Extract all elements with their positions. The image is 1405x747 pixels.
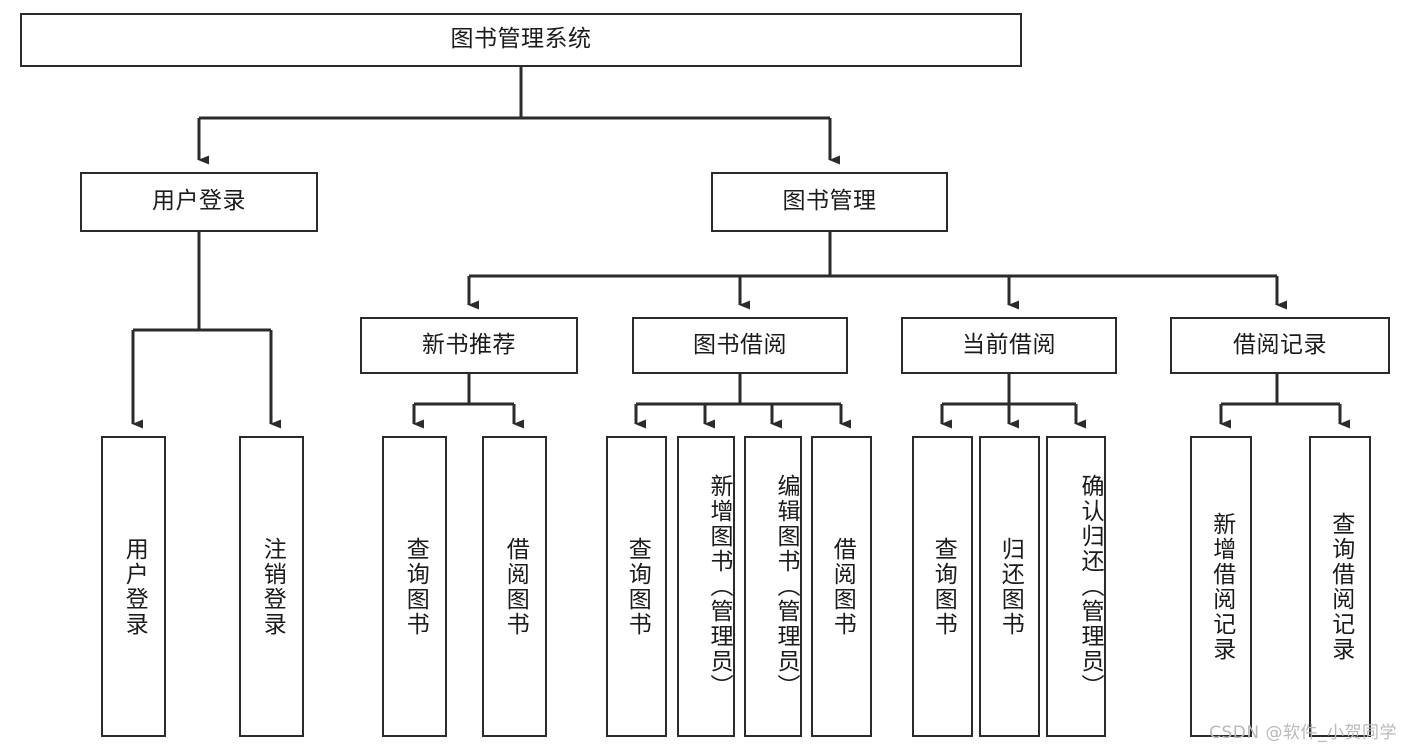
leaf-borrow-add-book-label: 新增图书（管理员） <box>706 474 732 699</box>
leaf-user-login-label: 用户登录 <box>121 536 148 637</box>
leaf-borrow-add-book[interactable]: 新增图书（管理员） <box>677 436 735 737</box>
leaf-current-query-book-label: 查询图书 <box>930 536 957 637</box>
leaf-record-query[interactable]: 查询借阅记录 <box>1309 436 1371 737</box>
leaf-record-query-label: 查询借阅记录 <box>1327 511 1354 662</box>
node-new-book-recommend[interactable]: 新书推荐 <box>360 317 578 374</box>
leaf-current-return-book-label: 归还图书 <box>997 536 1024 637</box>
leaf-current-query-book[interactable]: 查询图书 <box>912 436 973 737</box>
leaf-current-return-book[interactable]: 归还图书 <box>979 436 1040 737</box>
leaf-logout[interactable]: 注销登录 <box>239 436 304 737</box>
leaf-recommend-borrow-book[interactable]: 借阅图书 <box>482 436 547 737</box>
leaf-user-login[interactable]: 用户登录 <box>101 436 166 737</box>
node-book-management-label: 图书管理 <box>782 188 877 215</box>
node-root-system-label: 图书管理系统 <box>450 26 592 53</box>
node-borrow-record-label: 借阅记录 <box>1233 331 1327 358</box>
node-book-borrow[interactable]: 图书借阅 <box>632 317 848 374</box>
node-new-book-recommend-label: 新书推荐 <box>422 331 516 358</box>
leaf-borrow-borrow-book[interactable]: 借阅图书 <box>811 436 872 737</box>
leaf-current-confirm-return[interactable]: 确认归还（管理员） <box>1046 436 1106 737</box>
leaf-borrow-borrow-book-label: 借阅图书 <box>829 536 856 637</box>
leaf-record-add-label: 新增借阅记录 <box>1208 511 1235 662</box>
leaf-recommend-query-book[interactable]: 查询图书 <box>382 436 447 737</box>
node-user-login[interactable]: 用户登录 <box>80 172 318 232</box>
node-current-borrow[interactable]: 当前借阅 <box>901 317 1117 374</box>
leaf-logout-label: 注销登录 <box>259 536 286 637</box>
leaf-borrow-query-book[interactable]: 查询图书 <box>606 436 667 737</box>
node-book-management[interactable]: 图书管理 <box>711 172 948 232</box>
node-current-borrow-label: 当前借阅 <box>962 331 1056 358</box>
leaf-recommend-query-book-label: 查询图书 <box>402 536 429 637</box>
node-book-borrow-label: 图书借阅 <box>693 331 787 358</box>
leaf-borrow-query-book-label: 查询图书 <box>624 536 651 637</box>
node-borrow-record[interactable]: 借阅记录 <box>1170 317 1390 374</box>
watermark-text: CSDN @软件_小贺同学 <box>1209 723 1397 743</box>
leaf-borrow-edit-book[interactable]: 编辑图书（管理员） <box>744 436 802 737</box>
leaf-record-add[interactable]: 新增借阅记录 <box>1190 436 1252 737</box>
node-user-login-label: 用户登录 <box>152 188 246 215</box>
node-root-system[interactable]: 图书管理系统 <box>20 13 1022 67</box>
leaf-borrow-edit-book-label: 编辑图书（管理员） <box>773 474 799 699</box>
leaf-recommend-borrow-book-label: 借阅图书 <box>502 536 529 637</box>
leaf-current-confirm-return-label: 确认归还（管理员） <box>1077 474 1103 699</box>
